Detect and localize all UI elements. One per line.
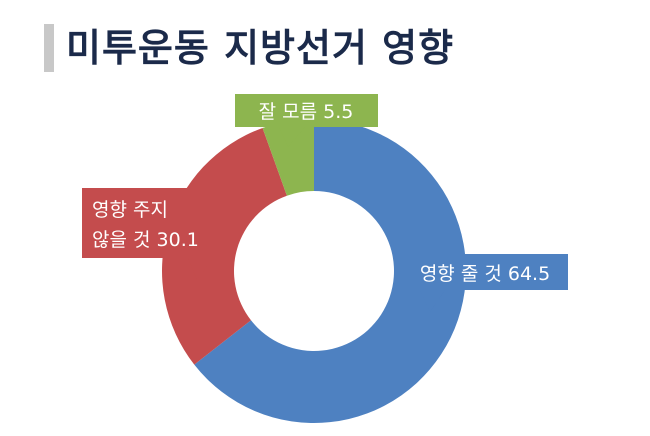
callout-effect-label: 영향 줄 것 64.5 [420, 263, 550, 285]
callout-no-effect-line1: 영향 주지 [92, 199, 168, 221]
title-accent-bar [44, 24, 54, 72]
callout-effect-box [402, 254, 568, 312]
callout-no-effect: 영향 주지 않을 것 30.1 [82, 188, 230, 280]
slice-effect [194, 119, 466, 423]
callout-unknown: 잘 모름 5.5 [235, 94, 378, 147]
page-title: 미투운동 지방선거 영향 [66, 26, 455, 70]
slice-unknown [262, 119, 314, 196]
callout-effect: 영향 줄 것 64.5 [402, 254, 568, 312]
callout-no-effect-line2: 않을 것 30.1 [92, 229, 199, 251]
callout-no-effect-box [82, 188, 230, 280]
callout-unknown-label: 잘 모름 5.5 [259, 101, 354, 123]
callout-unknown-box [235, 94, 378, 147]
